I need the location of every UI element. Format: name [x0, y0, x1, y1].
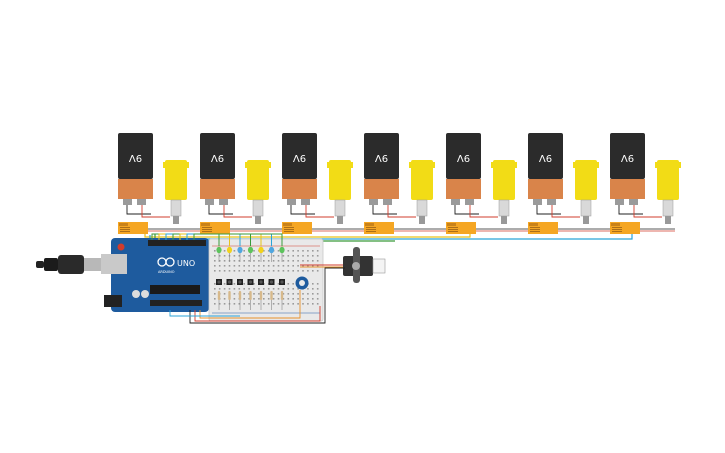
push-button[interactable] — [268, 279, 275, 285]
dc-gear-motor[interactable] — [245, 160, 271, 224]
servo-motor[interactable] — [300, 247, 386, 283]
potentiometer[interactable] — [295, 276, 309, 290]
push-button[interactable] — [216, 279, 222, 285]
bottom-wire-harness — [151, 233, 345, 324]
module-2: 9V — [200, 133, 271, 234]
power-jack — [104, 295, 122, 307]
module-1: 9V — [118, 133, 189, 234]
battery-label: 9V — [129, 152, 142, 163]
usb-port — [101, 254, 127, 274]
battery-label: 9V — [539, 152, 552, 163]
battery-label: 9V — [375, 152, 388, 163]
reset-button-icon — [117, 243, 125, 251]
push-button[interactable] — [279, 279, 285, 285]
push-button[interactable] — [237, 279, 243, 285]
board-brand-label: ARDUINO — [158, 270, 175, 274]
battery-9v[interactable]: 9V — [446, 133, 481, 205]
battery-9v[interactable]: 9V — [528, 133, 563, 205]
relay-module[interactable] — [364, 222, 394, 234]
battery-9v[interactable]: 9V — [200, 133, 235, 205]
breadboard[interactable] — [208, 238, 324, 322]
board-model-label: UNO — [177, 259, 195, 268]
battery-label: 9V — [621, 152, 634, 163]
battery-9v[interactable]: 9V — [282, 133, 317, 205]
module-7: 9V — [610, 133, 681, 234]
led[interactable] — [258, 246, 264, 262]
module-5: 9V — [446, 133, 517, 234]
dc-gear-motor[interactable] — [409, 160, 435, 224]
resistor — [280, 291, 284, 310]
led[interactable] — [268, 246, 275, 262]
relay-module[interactable] — [610, 222, 640, 234]
arduino-uno-board[interactable]: UNO ARDUINO — [101, 238, 209, 312]
resistor — [270, 291, 273, 310]
dc-gear-motor[interactable] — [327, 160, 353, 224]
relay-module[interactable] — [118, 222, 148, 234]
arduino-logo-icon — [157, 257, 175, 267]
module-3: 9V — [282, 133, 353, 234]
led[interactable] — [237, 246, 243, 262]
usb-cable[interactable] — [36, 255, 102, 274]
microcontroller-chip — [150, 285, 200, 294]
led[interactable] — [216, 246, 222, 262]
resistor — [238, 291, 242, 310]
battery-label: 9V — [211, 152, 224, 163]
relay-module[interactable] — [446, 222, 476, 234]
relay-module[interactable] — [282, 222, 312, 234]
relay-module[interactable] — [200, 222, 230, 234]
dc-gear-motor[interactable] — [573, 160, 599, 224]
dc-gear-motor[interactable] — [491, 160, 517, 224]
relay-module[interactable] — [528, 222, 558, 234]
led[interactable] — [247, 246, 254, 262]
battery-9v[interactable]: 9V — [364, 133, 399, 205]
resistor — [228, 291, 231, 310]
battery-9v[interactable]: 9V — [118, 133, 153, 205]
dc-gear-motor[interactable] — [655, 160, 681, 224]
module-4: 9V — [364, 133, 435, 234]
resistor — [259, 291, 263, 310]
module-6: 9V — [528, 133, 599, 234]
module-row: 9V 9V 9V 9V 9V 9V 9V — [118, 133, 681, 234]
push-button[interactable] — [258, 279, 264, 285]
led[interactable] — [279, 246, 285, 262]
push-button[interactable] — [247, 279, 254, 285]
analog-header — [150, 300, 202, 306]
battery-label: 9V — [457, 152, 470, 163]
dc-gear-motor[interactable] — [163, 160, 189, 224]
breadboard-components — [216, 246, 285, 310]
resistor — [249, 291, 252, 310]
battery-label: 9V — [293, 152, 306, 163]
battery-9v[interactable]: 9V — [610, 133, 645, 205]
led[interactable] — [226, 246, 233, 262]
digital-header — [148, 240, 206, 246]
push-button[interactable] — [226, 279, 233, 285]
resistor — [217, 291, 221, 310]
